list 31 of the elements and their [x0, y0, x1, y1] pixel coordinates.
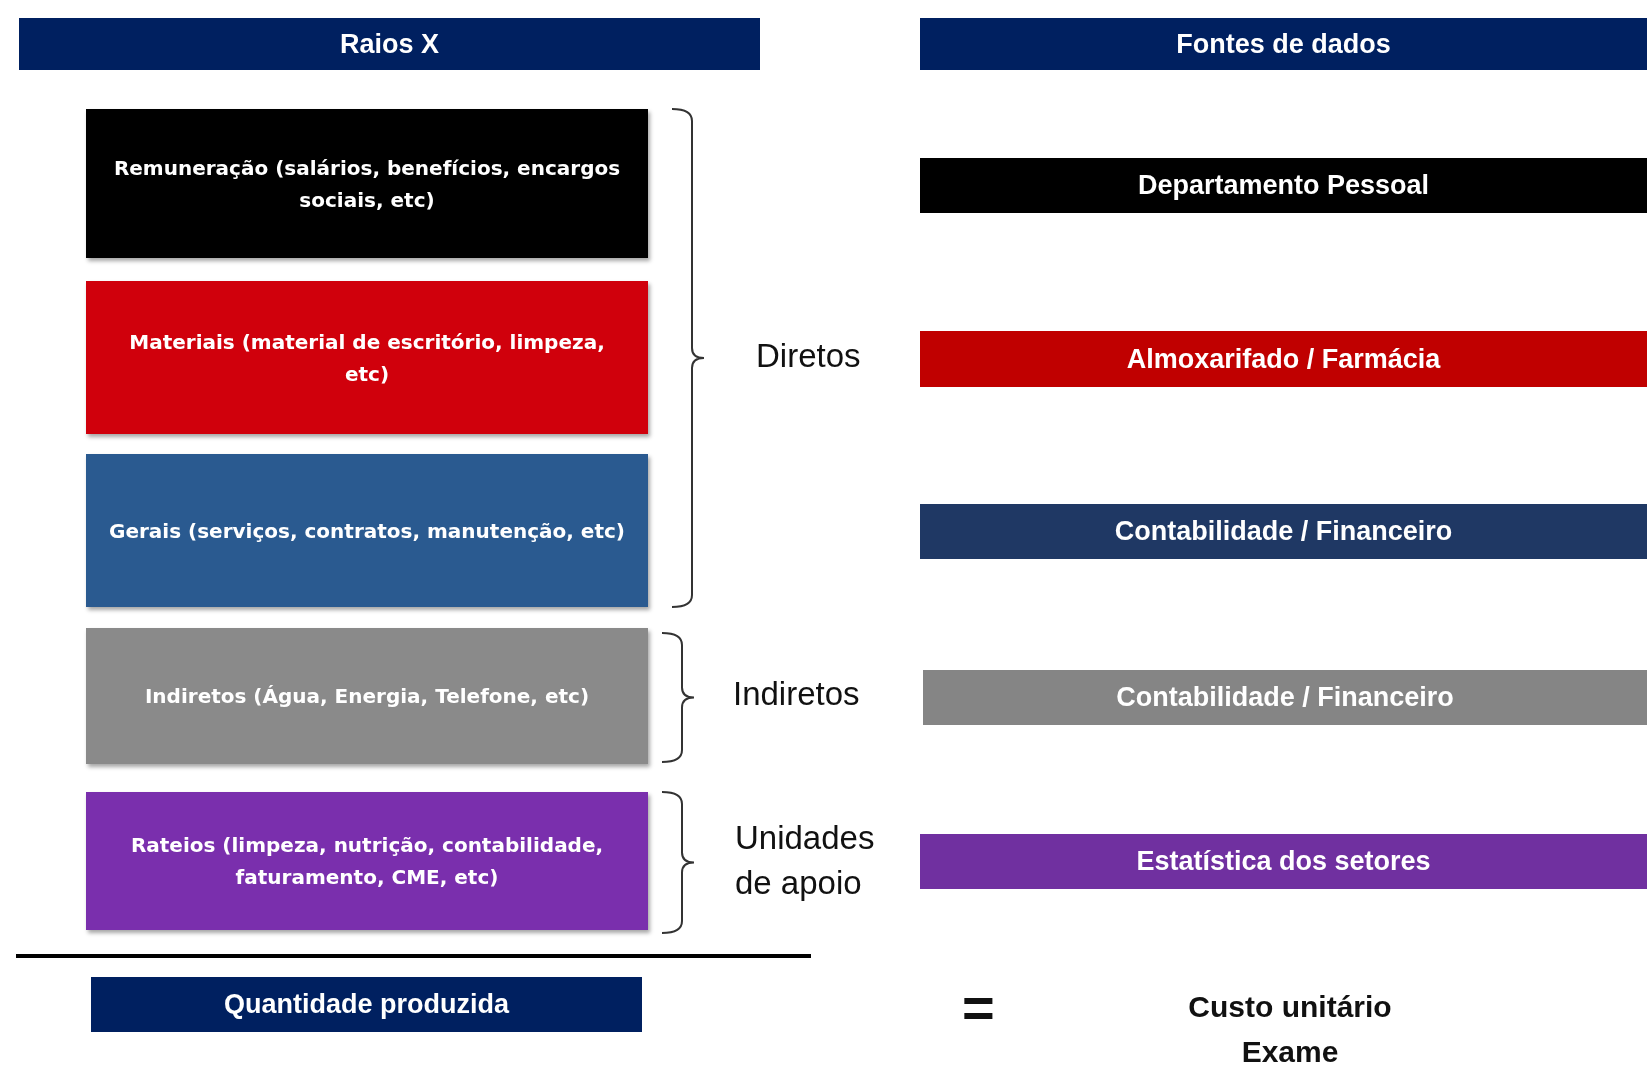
box-text: Rateios (limpeza, nutrição, contabilidade, faturamento, CME, etc)	[129, 832, 605, 891]
result-label: Custo unitário Exame	[1187, 989, 1393, 1070]
cost-box	[86, 628, 648, 764]
cost-box	[86, 281, 648, 434]
group-label: Indiretos	[733, 674, 861, 714]
source-bar	[920, 834, 1647, 889]
equals-sign: =	[962, 980, 996, 1036]
box-text: Estatística dos setores	[1136, 846, 1431, 877]
box-text: Raios X	[339, 28, 439, 60]
header-bar	[920, 18, 1647, 70]
box-text: Quantidade produzida	[224, 989, 509, 1020]
group-label: Diretos	[756, 336, 862, 376]
box-text: Remuneração (salários, benefícios, encargos sociais, etc)	[112, 154, 622, 214]
source-bar	[920, 504, 1647, 559]
group-label: Unidades de apoio	[735, 818, 876, 903]
box-text: Gerais (serviços, contratos, manutenção, etc)	[109, 517, 625, 545]
box-text: Contabilidade / Financeiro	[1114, 516, 1453, 547]
box-text: Fontes de dados	[1176, 28, 1391, 60]
source-bar	[923, 670, 1647, 725]
box-text: Departamento Pessoal	[1137, 170, 1430, 201]
denominator-box	[91, 977, 642, 1032]
box-text: Indiretos (Água, Energia, Telefone, etc)	[144, 683, 590, 710]
box-text: Almoxarifado / Farmácia	[1126, 343, 1441, 375]
source-bar	[920, 158, 1647, 213]
cost-box	[86, 454, 648, 607]
box-text: Contabilidade / Financeiro	[1116, 682, 1454, 713]
cost-box	[86, 109, 648, 258]
header-bar	[19, 18, 760, 70]
cost-box	[86, 792, 648, 930]
source-bar	[920, 331, 1647, 387]
box-text: Materiais (material de escritório, limpeza, etc)	[128, 328, 606, 388]
